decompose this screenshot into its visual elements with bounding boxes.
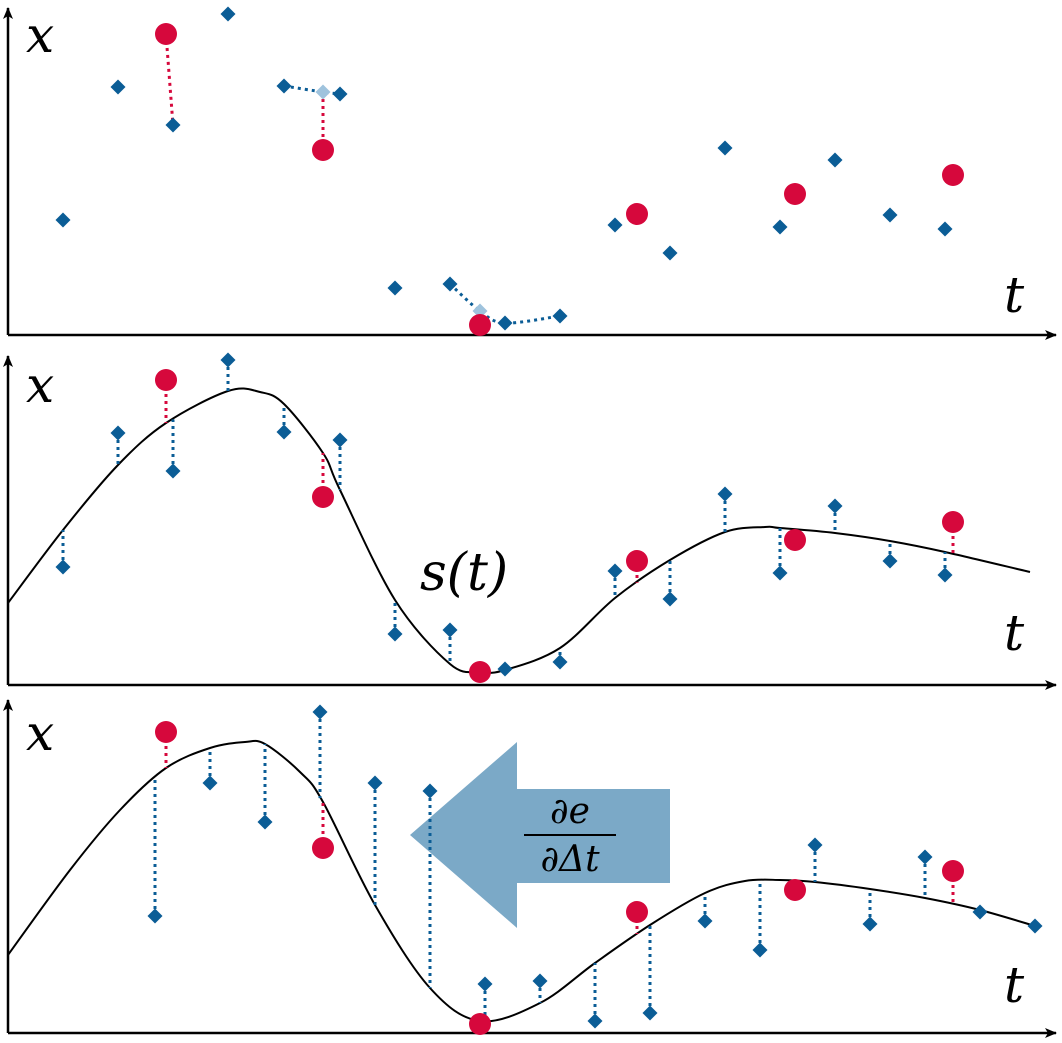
t-axis-label: t (1004, 266, 1025, 324)
panel-3: x t ∂e ∂Δt (2, 699, 1057, 1038)
sample-point (312, 704, 328, 720)
sample-point (642, 1005, 658, 1021)
sample-point (387, 280, 403, 296)
sample-point (55, 212, 71, 228)
keypoint (312, 139, 334, 161)
keypoint (155, 23, 177, 45)
x-axis-label: x (26, 6, 54, 64)
curve-label: s(t) (420, 543, 508, 603)
sample-point (552, 308, 568, 324)
sample-point (587, 1013, 603, 1029)
t-axis-label: t (1004, 604, 1025, 662)
sample-point (807, 837, 823, 853)
keypoint (469, 1013, 491, 1035)
sample-point (332, 432, 348, 448)
sample-point (772, 565, 788, 581)
keypoint (155, 721, 177, 743)
keypoint (942, 860, 964, 882)
sample-point (276, 78, 292, 94)
keypoint (469, 661, 491, 683)
keypoint-drop (164, 33, 175, 126)
sample-point (257, 814, 273, 830)
x-axis-label: x (26, 704, 54, 762)
sample-point (110, 425, 126, 441)
signal-curve (7, 739, 1036, 1023)
sample-point (442, 276, 458, 292)
sample-point (937, 567, 953, 583)
keypoint (312, 486, 334, 508)
sample-point (607, 217, 623, 233)
keypoint (942, 511, 964, 533)
sample-point (442, 622, 458, 638)
sample-point (422, 783, 438, 799)
sample-point (532, 973, 548, 989)
sample-point (972, 904, 988, 920)
sample-point (917, 849, 933, 865)
x-axis-label: x (26, 356, 54, 414)
keypoint (626, 203, 648, 225)
sample-point (165, 463, 181, 479)
sample-point (497, 315, 513, 331)
sample-point (220, 352, 236, 368)
keypoint (312, 837, 334, 859)
panel-1: xt (2, 6, 1057, 340)
sample-point (827, 152, 843, 168)
sample-point (332, 86, 348, 102)
sample-point (387, 626, 403, 642)
sample-point (662, 245, 678, 261)
sample-point (882, 207, 898, 223)
sample-point (717, 140, 733, 156)
sample-point (827, 498, 843, 514)
keypoint (942, 164, 964, 186)
sample-point (220, 6, 236, 22)
keypoint (784, 183, 806, 205)
sample-point (497, 661, 513, 677)
sample-point (607, 563, 623, 579)
sample-point (110, 79, 126, 95)
keypoint (155, 369, 177, 391)
sample-point (752, 942, 768, 958)
sample-point (552, 654, 568, 670)
sample-point (477, 976, 493, 992)
sample-point (772, 219, 788, 235)
gradient-numerator: ∂e (550, 791, 590, 832)
keypoint (469, 314, 491, 336)
sample-point (147, 908, 163, 924)
sample-point (367, 775, 383, 791)
sample-point (882, 553, 898, 569)
t-axis-label: t (1004, 956, 1025, 1014)
keypoint (626, 550, 648, 572)
keypoint (626, 901, 648, 923)
sample-point (717, 486, 733, 502)
gradient-denominator: ∂Δt (540, 839, 600, 880)
keypoint (784, 879, 806, 901)
sample-point (276, 424, 292, 440)
drift-path (283, 84, 341, 96)
sample-point (165, 117, 181, 133)
sample-point (862, 916, 878, 932)
sample-point (662, 591, 678, 607)
sample-point (202, 775, 218, 791)
signal-curve (7, 387, 1031, 674)
panel-2: x t s(t) (2, 352, 1057, 690)
sample-point (55, 559, 71, 575)
sample-point (1027, 918, 1043, 934)
keypoint (784, 529, 806, 551)
sample-point (697, 913, 713, 929)
sample-point (937, 221, 953, 237)
ghost-sample (315, 84, 331, 100)
